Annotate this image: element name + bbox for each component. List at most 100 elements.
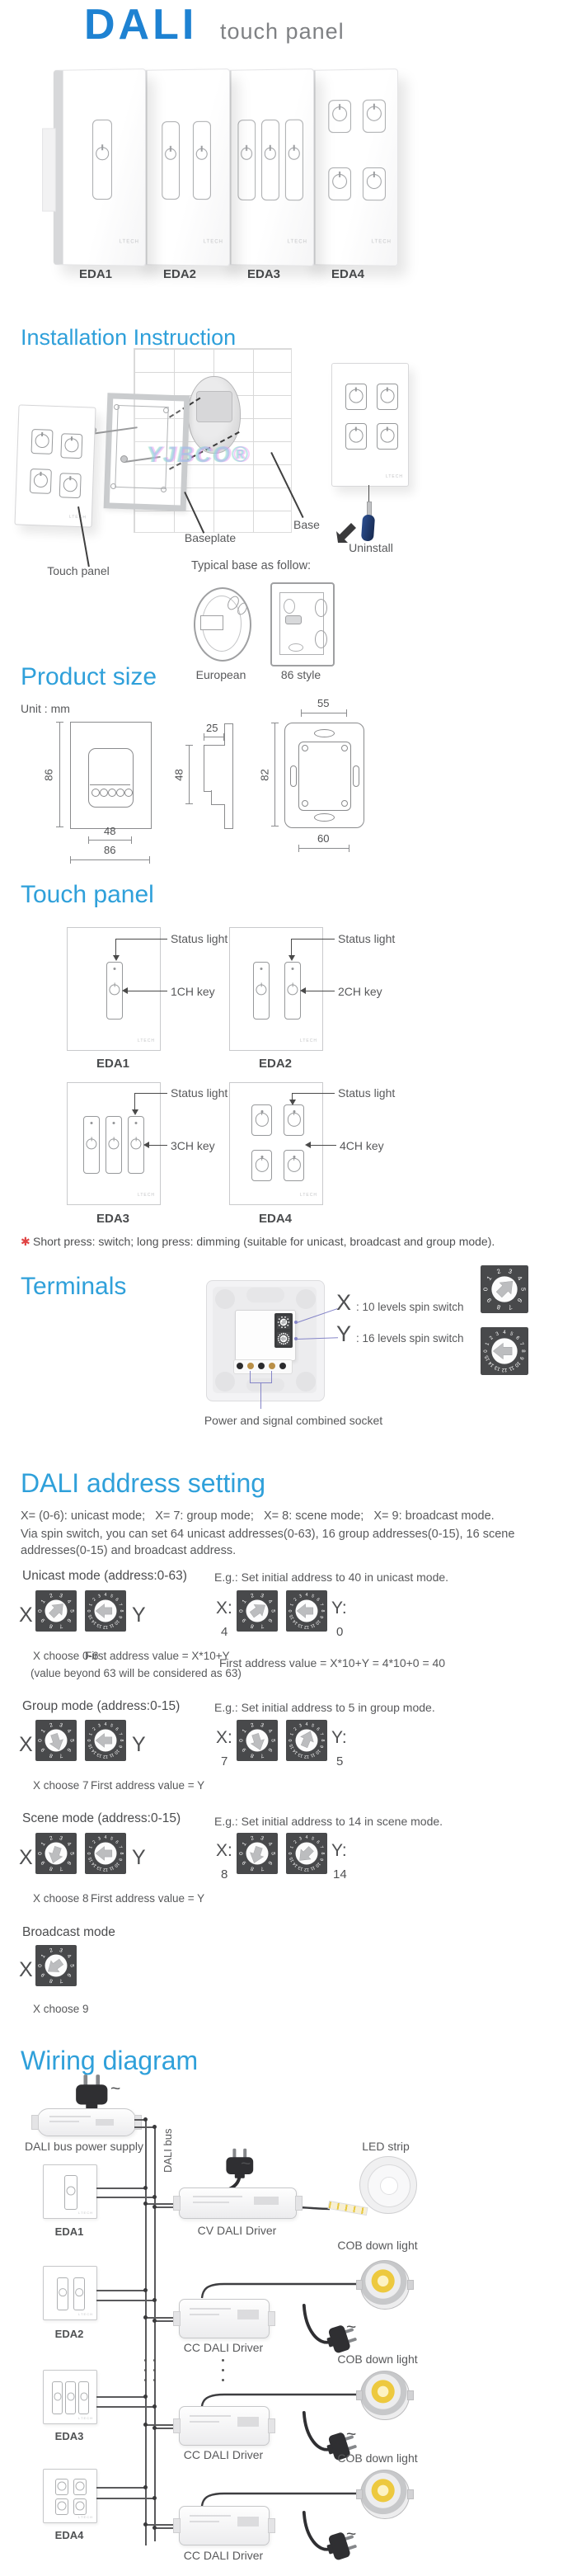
ac-symbol: ~ — [241, 2155, 251, 2174]
y-spin-switch-mini — [277, 1332, 290, 1345]
arrow-left-icon — [143, 1142, 149, 1148]
x-letter: X — [19, 1604, 33, 1627]
bus-node — [152, 2319, 157, 2323]
ac-symbol: ~ — [346, 2318, 356, 2338]
x-spin-switch-mini — [277, 1316, 290, 1329]
cob-downlight-graphic — [360, 2260, 410, 2310]
touch-panel-label: Touch panel — [37, 564, 120, 577]
group-eg-x-dial: 0123456789 — [237, 1720, 278, 1761]
power-key-icon — [57, 2277, 68, 2310]
cob-downlight-graphic — [360, 2371, 410, 2420]
svg-text:4: 4 — [306, 1835, 308, 1840]
cob-label: COB down light — [336, 2451, 419, 2465]
leader-line — [291, 939, 292, 955]
scene-choose: X choose 8 — [33, 1892, 89, 1905]
wiring-panel-eda4: LTECH — [43, 2469, 97, 2523]
back-screw-hole — [302, 800, 308, 807]
ac-symbol: ~ — [346, 2425, 356, 2445]
group-eg-title: E.g.: Set initial address to 5 in group … — [214, 1701, 435, 1714]
dim-back-height-value: 82 — [259, 769, 271, 780]
installation-title: Installation Instruction — [21, 325, 236, 351]
svg-text:5: 5 — [270, 1609, 276, 1613]
unicast-eg-y-value: 0 — [336, 1625, 343, 1639]
ltech-brand-mark: LTECH — [78, 2416, 93, 2420]
ltech-brand-mark: LTECH — [69, 515, 87, 520]
svg-text:0: 0 — [87, 1852, 92, 1854]
svg-text:5: 5 — [519, 1288, 527, 1291]
bus-node — [152, 2125, 157, 2129]
svg-text:12: 12 — [103, 1867, 108, 1872]
power-key-icon — [52, 2381, 63, 2414]
scene-eg-x-dial: 0123456789 — [237, 1833, 278, 1874]
arrow-left-icon — [305, 1142, 311, 1148]
panel-wire — [96, 2406, 155, 2408]
diagram-eda1: LTECH — [67, 927, 161, 1051]
dali-bus-power-supply-graphic — [37, 2108, 136, 2136]
style86-label: 86 style — [270, 668, 331, 681]
arrow-left-icon — [122, 987, 128, 994]
back-screw-hole — [341, 745, 348, 751]
baseplate-screw-hole — [114, 404, 120, 410]
leader-line — [115, 939, 116, 955]
bus-node — [143, 2315, 148, 2319]
ltech-brand-mark: LTECH — [288, 239, 307, 244]
scene-eg-y-dial: 0123456789101112131415 — [286, 1833, 327, 1874]
svg-text:4: 4 — [306, 1593, 308, 1598]
power-key-icon — [73, 2479, 87, 2495]
dali-bus-line — [145, 2119, 147, 2545]
hero-panel-eda1: LTECH — [54, 68, 146, 266]
power-key-icon — [284, 1150, 304, 1181]
svg-text:4: 4 — [105, 1835, 107, 1840]
socket-leader — [250, 1371, 251, 1382]
status-light-label: Status light — [338, 932, 395, 945]
wiring-panel-eda3: LTECH — [43, 2370, 97, 2424]
scene-x-dial: 0123456789 — [35, 1833, 77, 1874]
svg-text:5: 5 — [69, 1964, 75, 1967]
svg-text:5: 5 — [69, 1609, 75, 1613]
ltech-brand-mark: LTECH — [78, 2211, 93, 2215]
ltech-brand-mark: LTECH — [386, 474, 403, 479]
diagram-eda4-label: EDA4 — [242, 1212, 308, 1226]
bus-node — [152, 2426, 157, 2430]
socket-pin — [258, 1363, 265, 1369]
diagram-eda3-label: EDA3 — [80, 1212, 146, 1226]
status-light-label: Status light — [338, 1086, 395, 1100]
x-colon: X: — [216, 1599, 232, 1618]
uninstall-panel-graphic: LTECH — [331, 363, 409, 487]
ltech-brand-mark: LTECH — [138, 1038, 155, 1043]
bus-node — [143, 2288, 148, 2292]
power-key-icon — [363, 100, 386, 133]
ltech-brand-mark: LTECH — [120, 239, 139, 244]
svg-text:12: 12 — [103, 1754, 108, 1759]
size-side-module-step — [211, 790, 225, 805]
x-colon: X: — [216, 1728, 232, 1748]
dim-front-inner-value: 48 — [104, 825, 115, 837]
svg-text:0: 0 — [238, 1739, 244, 1742]
broadcast-choose: X choose 9 — [33, 2003, 89, 2015]
dim-front-width — [70, 859, 150, 860]
cob-label: COB down light — [336, 2239, 419, 2252]
unicast-mode-title: Unicast mode (address:0-63) — [22, 1569, 187, 1584]
svg-text:12: 12 — [304, 1867, 309, 1872]
dim-back-height — [274, 723, 275, 826]
broadcast-x-dial: 0123456789 — [35, 1945, 77, 1986]
power-key-icon — [193, 121, 211, 200]
baseplate-label: Baseplate — [169, 531, 251, 544]
leader-line — [134, 1093, 167, 1094]
power-key-icon — [55, 2498, 68, 2515]
key-count-label: 3CH key — [171, 1139, 215, 1152]
unicast-y-dial: 0123456789101112131415 — [85, 1590, 126, 1632]
cc-dali-driver-graphic — [179, 2506, 270, 2545]
svg-text:4: 4 — [105, 1722, 107, 1727]
size-front-module — [88, 748, 134, 808]
cob-downlight-graphic — [360, 2470, 410, 2519]
address-intro-1: X= (0-6): unicast mode; X= 7: group mode… — [21, 1509, 556, 1523]
bus-node — [143, 2423, 148, 2427]
cc-dali-driver-graphic — [179, 2406, 270, 2446]
bus-node — [143, 2186, 148, 2190]
bus-node — [143, 2522, 148, 2527]
svg-text:0: 0 — [288, 1852, 293, 1854]
svg-text:0: 0 — [37, 1609, 43, 1613]
leader-line — [134, 1093, 135, 1109]
unicast-x-dial: 0123456789 — [35, 1590, 77, 1632]
